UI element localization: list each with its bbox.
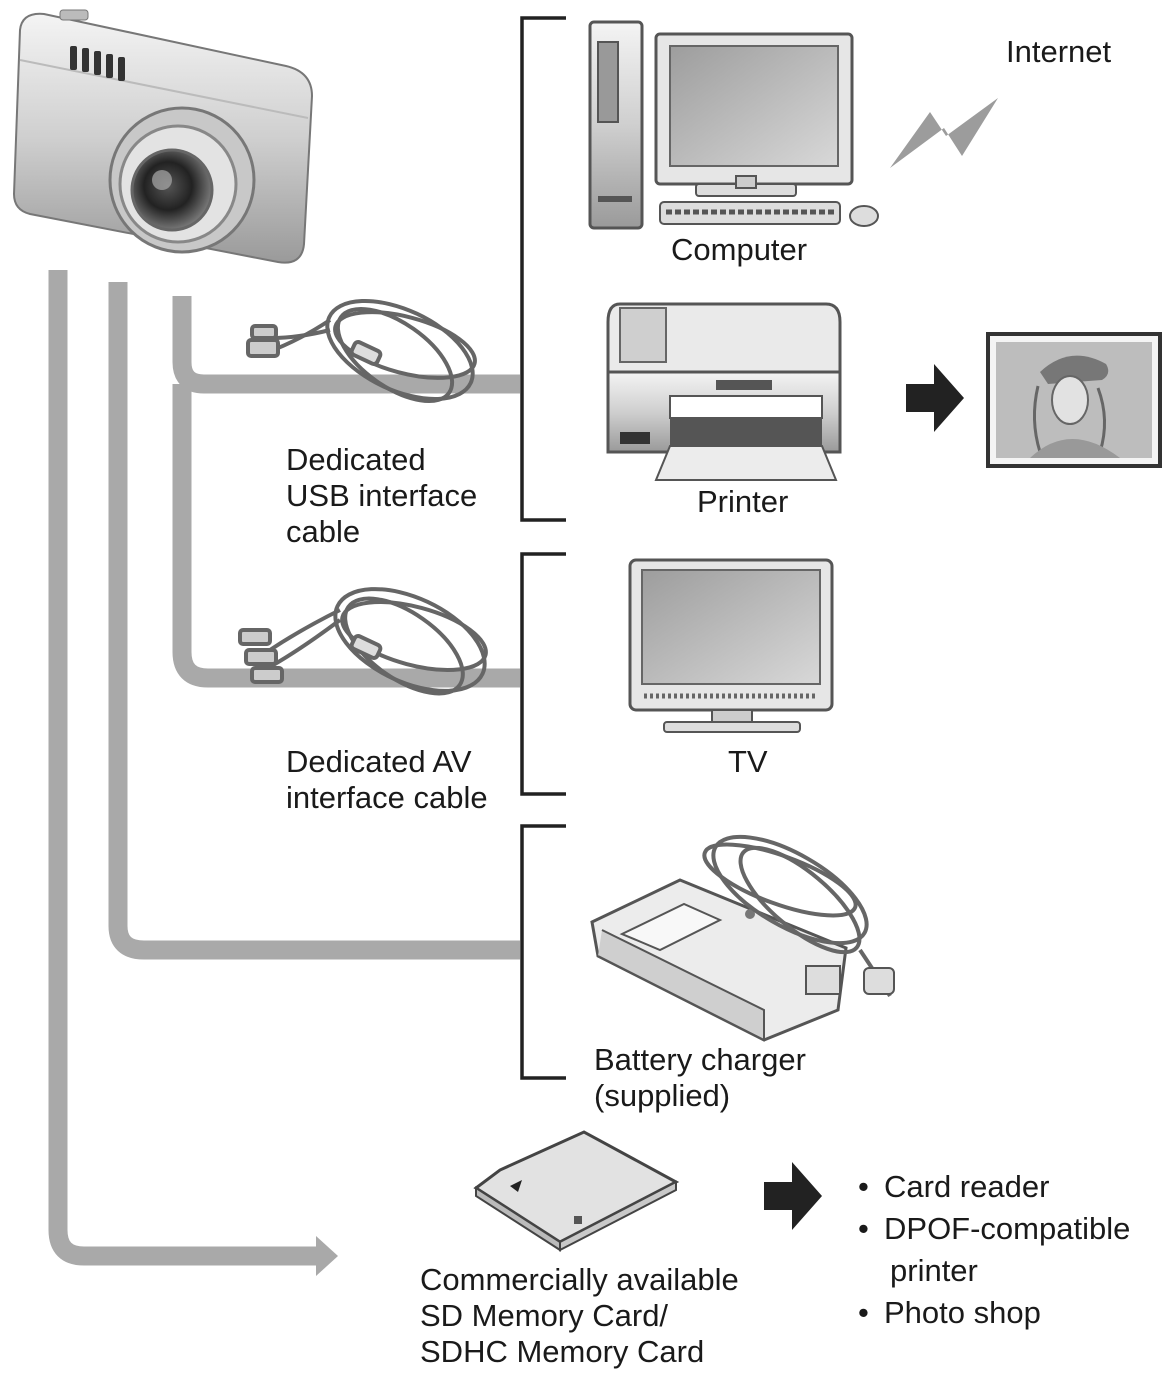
- tv-icon: [628, 558, 834, 733]
- memory-card-label: Commercially available SD Memory Card/ S…: [420, 1262, 739, 1369]
- card-arrowhead: [316, 1236, 338, 1276]
- av-cable-icon: [238, 587, 488, 696]
- connector-lines: [48, 270, 520, 1266]
- line-usb: [172, 296, 520, 394]
- digital-camera-icon: [12, 9, 314, 264]
- computer-label: Computer: [671, 232, 808, 267]
- printer-label: Printer: [697, 484, 789, 519]
- arrow-to-photo-icon: [906, 364, 964, 432]
- list-item: •Photo shop: [858, 1295, 1041, 1330]
- usb-cable-icon: [246, 299, 477, 404]
- line-card: [48, 270, 318, 1266]
- computer-icon: [588, 20, 879, 230]
- list-item: •Card reader: [858, 1169, 1050, 1204]
- av-cable-label: Dedicated AV interface cable: [286, 744, 488, 815]
- internet-label: Internet: [1006, 34, 1112, 69]
- card-uses-list: •Card reader •DPOF-compatible printer •P…: [858, 1166, 1130, 1334]
- battery-charger-icon: [590, 834, 895, 1042]
- bracket-computer-printer: [520, 16, 566, 522]
- sd-card-icon: [473, 1130, 680, 1252]
- bracket-tv: [520, 552, 566, 796]
- list-item-continuation: printer: [890, 1253, 978, 1288]
- bracket-charger: [520, 824, 566, 1080]
- list-item: •DPOF-compatible: [858, 1211, 1131, 1246]
- usb-cable-label: Dedicated USB interface cable: [286, 442, 478, 549]
- brackets: [520, 16, 566, 1080]
- arrow-to-card-uses-icon: [764, 1162, 822, 1230]
- lightning-icon: [890, 98, 998, 168]
- line-av: [172, 384, 520, 688]
- printed-photo-icon: [986, 332, 1162, 468]
- printer-icon: [606, 302, 842, 481]
- battery-charger-label: Battery charger (supplied): [594, 1042, 806, 1113]
- line-charger: [108, 282, 520, 960]
- tv-label: TV: [728, 744, 768, 779]
